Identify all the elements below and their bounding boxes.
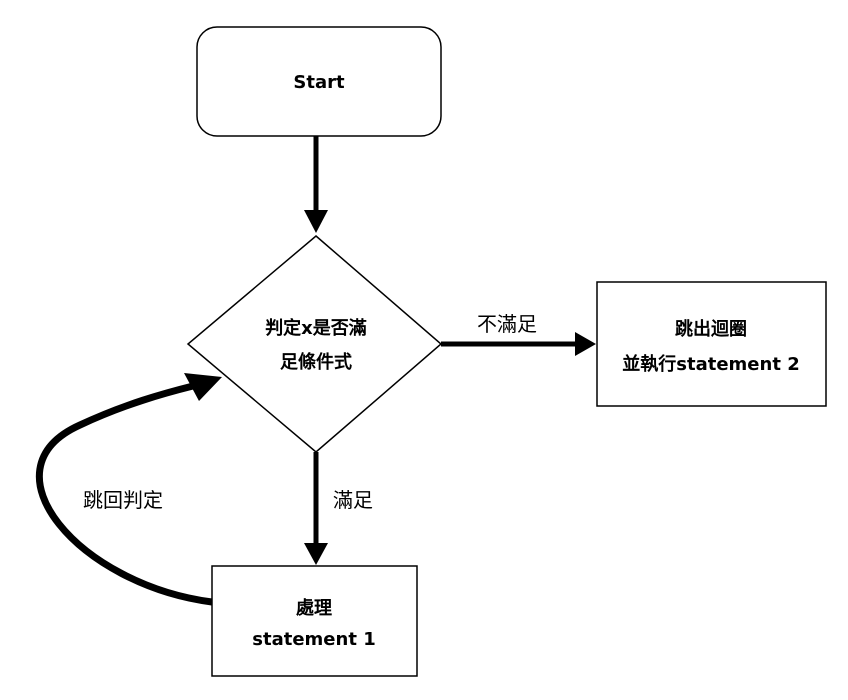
- decision-label-line2: 足條件式: [280, 351, 352, 373]
- arrow-decision-to-exit: [441, 332, 596, 356]
- start-node: Start: [196, 26, 442, 137]
- satisfied-label: 滿足: [333, 488, 373, 512]
- exit-loop-label-line1: 跳出迴圈: [675, 318, 747, 340]
- process-node: 處理 statement 1: [211, 565, 418, 677]
- not-satisfied-label: 不滿足: [477, 312, 537, 336]
- arrow-decision-to-process: [304, 452, 328, 565]
- decision-label-line1: 判定x是否滿: [265, 317, 367, 339]
- jump-back-label: 跳回判定: [83, 488, 163, 512]
- arrow-start-to-decision: [304, 136, 328, 233]
- decision-node: 判定x是否滿 足條件式: [186, 235, 443, 453]
- start-node-label: Start: [293, 72, 345, 93]
- exit-loop-label-line2: 並執行statement 2: [622, 353, 799, 375]
- process-label-line2: statement 1: [252, 629, 375, 650]
- exit-loop-node: 跳出迴圈 並執行statement 2: [596, 281, 827, 407]
- arrow-process-to-decision: [35, 373, 222, 606]
- process-label-line1: 處理: [296, 598, 332, 619]
